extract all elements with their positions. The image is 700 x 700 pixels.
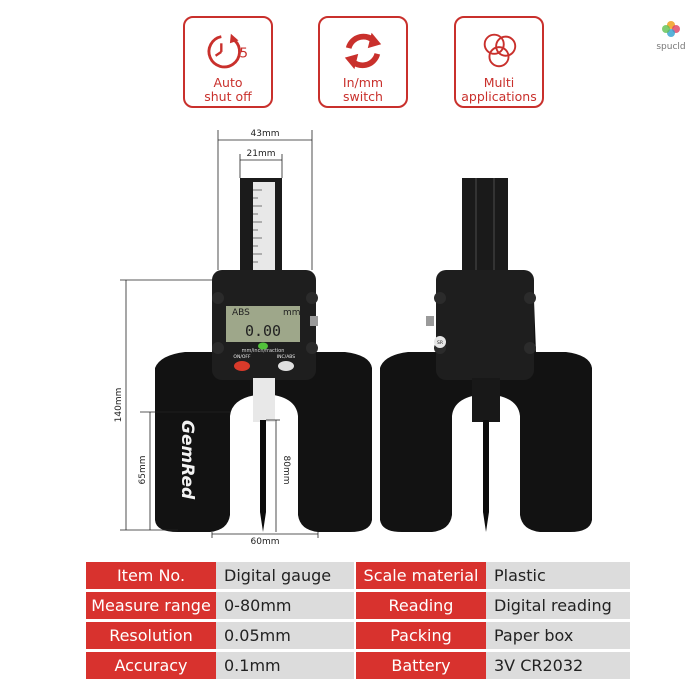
spec-label: Accuracy bbox=[86, 652, 216, 679]
product-illustration: ABS mm 0.00 mm/inch/fraction ON/OFF INC/… bbox=[114, 129, 592, 547]
spec-label: Resolution bbox=[86, 622, 216, 649]
dim-width-base: 60mm bbox=[251, 537, 280, 547]
feature-multi-applications: Multi applications bbox=[454, 16, 544, 108]
mode-button[interactable] bbox=[258, 342, 268, 350]
feature-label: In/mm switch bbox=[342, 75, 384, 104]
timer-icon: 5 bbox=[207, 33, 248, 69]
display-unit: mm bbox=[283, 308, 301, 318]
spec-separator bbox=[354, 562, 356, 589]
inc-abs-button[interactable] bbox=[278, 361, 294, 371]
brand-name: spucld bbox=[656, 42, 686, 52]
spec-label: Scale material bbox=[356, 562, 486, 589]
dim-width-inner: 21mm bbox=[247, 149, 276, 159]
mode-label: mm/inch/fraction bbox=[242, 348, 285, 354]
spec-value: Digital gauge bbox=[216, 562, 354, 589]
dim-height-total: 140mm bbox=[114, 388, 124, 423]
spec-label: Reading bbox=[356, 592, 486, 619]
spec-separator bbox=[354, 622, 356, 649]
feature-in-mm-switch: In/mm switch bbox=[318, 16, 408, 108]
feature-label: Auto shut off bbox=[204, 75, 252, 104]
dim-depth: 80mm bbox=[281, 456, 291, 485]
inc-abs-label: INC/ABS bbox=[277, 354, 295, 360]
battery-label: SR bbox=[437, 340, 443, 346]
flower-icon bbox=[662, 21, 680, 37]
gauge-back: SR bbox=[380, 178, 592, 532]
feature-auto-shut-off: 5 Auto shut off bbox=[183, 16, 273, 108]
switch-arrows-icon bbox=[344, 32, 382, 70]
feature-label: Multi applications bbox=[461, 75, 537, 104]
circles-icon bbox=[483, 33, 517, 68]
display-reading: 0.00 bbox=[245, 322, 281, 340]
spec-value: 0-80mm bbox=[216, 592, 354, 619]
spec-label: Measure range bbox=[86, 592, 216, 619]
spec-label: Battery bbox=[356, 652, 486, 679]
dim-width-top: 43mm bbox=[251, 129, 280, 139]
dim-height-leg: 65mm bbox=[138, 456, 148, 485]
battery-cover-icon bbox=[434, 336, 446, 348]
brand-logo: spucld bbox=[651, 21, 691, 64]
spec-separator bbox=[354, 652, 356, 679]
spec-label: Packing bbox=[356, 622, 486, 649]
spec-value: 0.1mm bbox=[216, 652, 354, 679]
spec-value: 3V CR2032 bbox=[486, 652, 630, 679]
on-off-label: ON/OFF bbox=[233, 354, 251, 360]
spec-value: Paper box bbox=[486, 622, 630, 649]
on-off-button[interactable] bbox=[234, 361, 250, 371]
dimension-lines bbox=[120, 130, 319, 538]
spec-value: Digital reading bbox=[486, 592, 630, 619]
brand-print: GemRed bbox=[177, 420, 197, 500]
spec-separator bbox=[354, 592, 356, 619]
spec-value: 0.05mm bbox=[216, 622, 354, 649]
timer-digit: 5 bbox=[239, 47, 248, 62]
display-abs: ABS bbox=[232, 308, 250, 318]
spec-value: Plastic bbox=[486, 562, 630, 589]
gauge-front: ABS mm 0.00 mm/inch/fraction ON/OFF INC/… bbox=[155, 178, 372, 532]
spec-label: Item No. bbox=[86, 562, 216, 589]
